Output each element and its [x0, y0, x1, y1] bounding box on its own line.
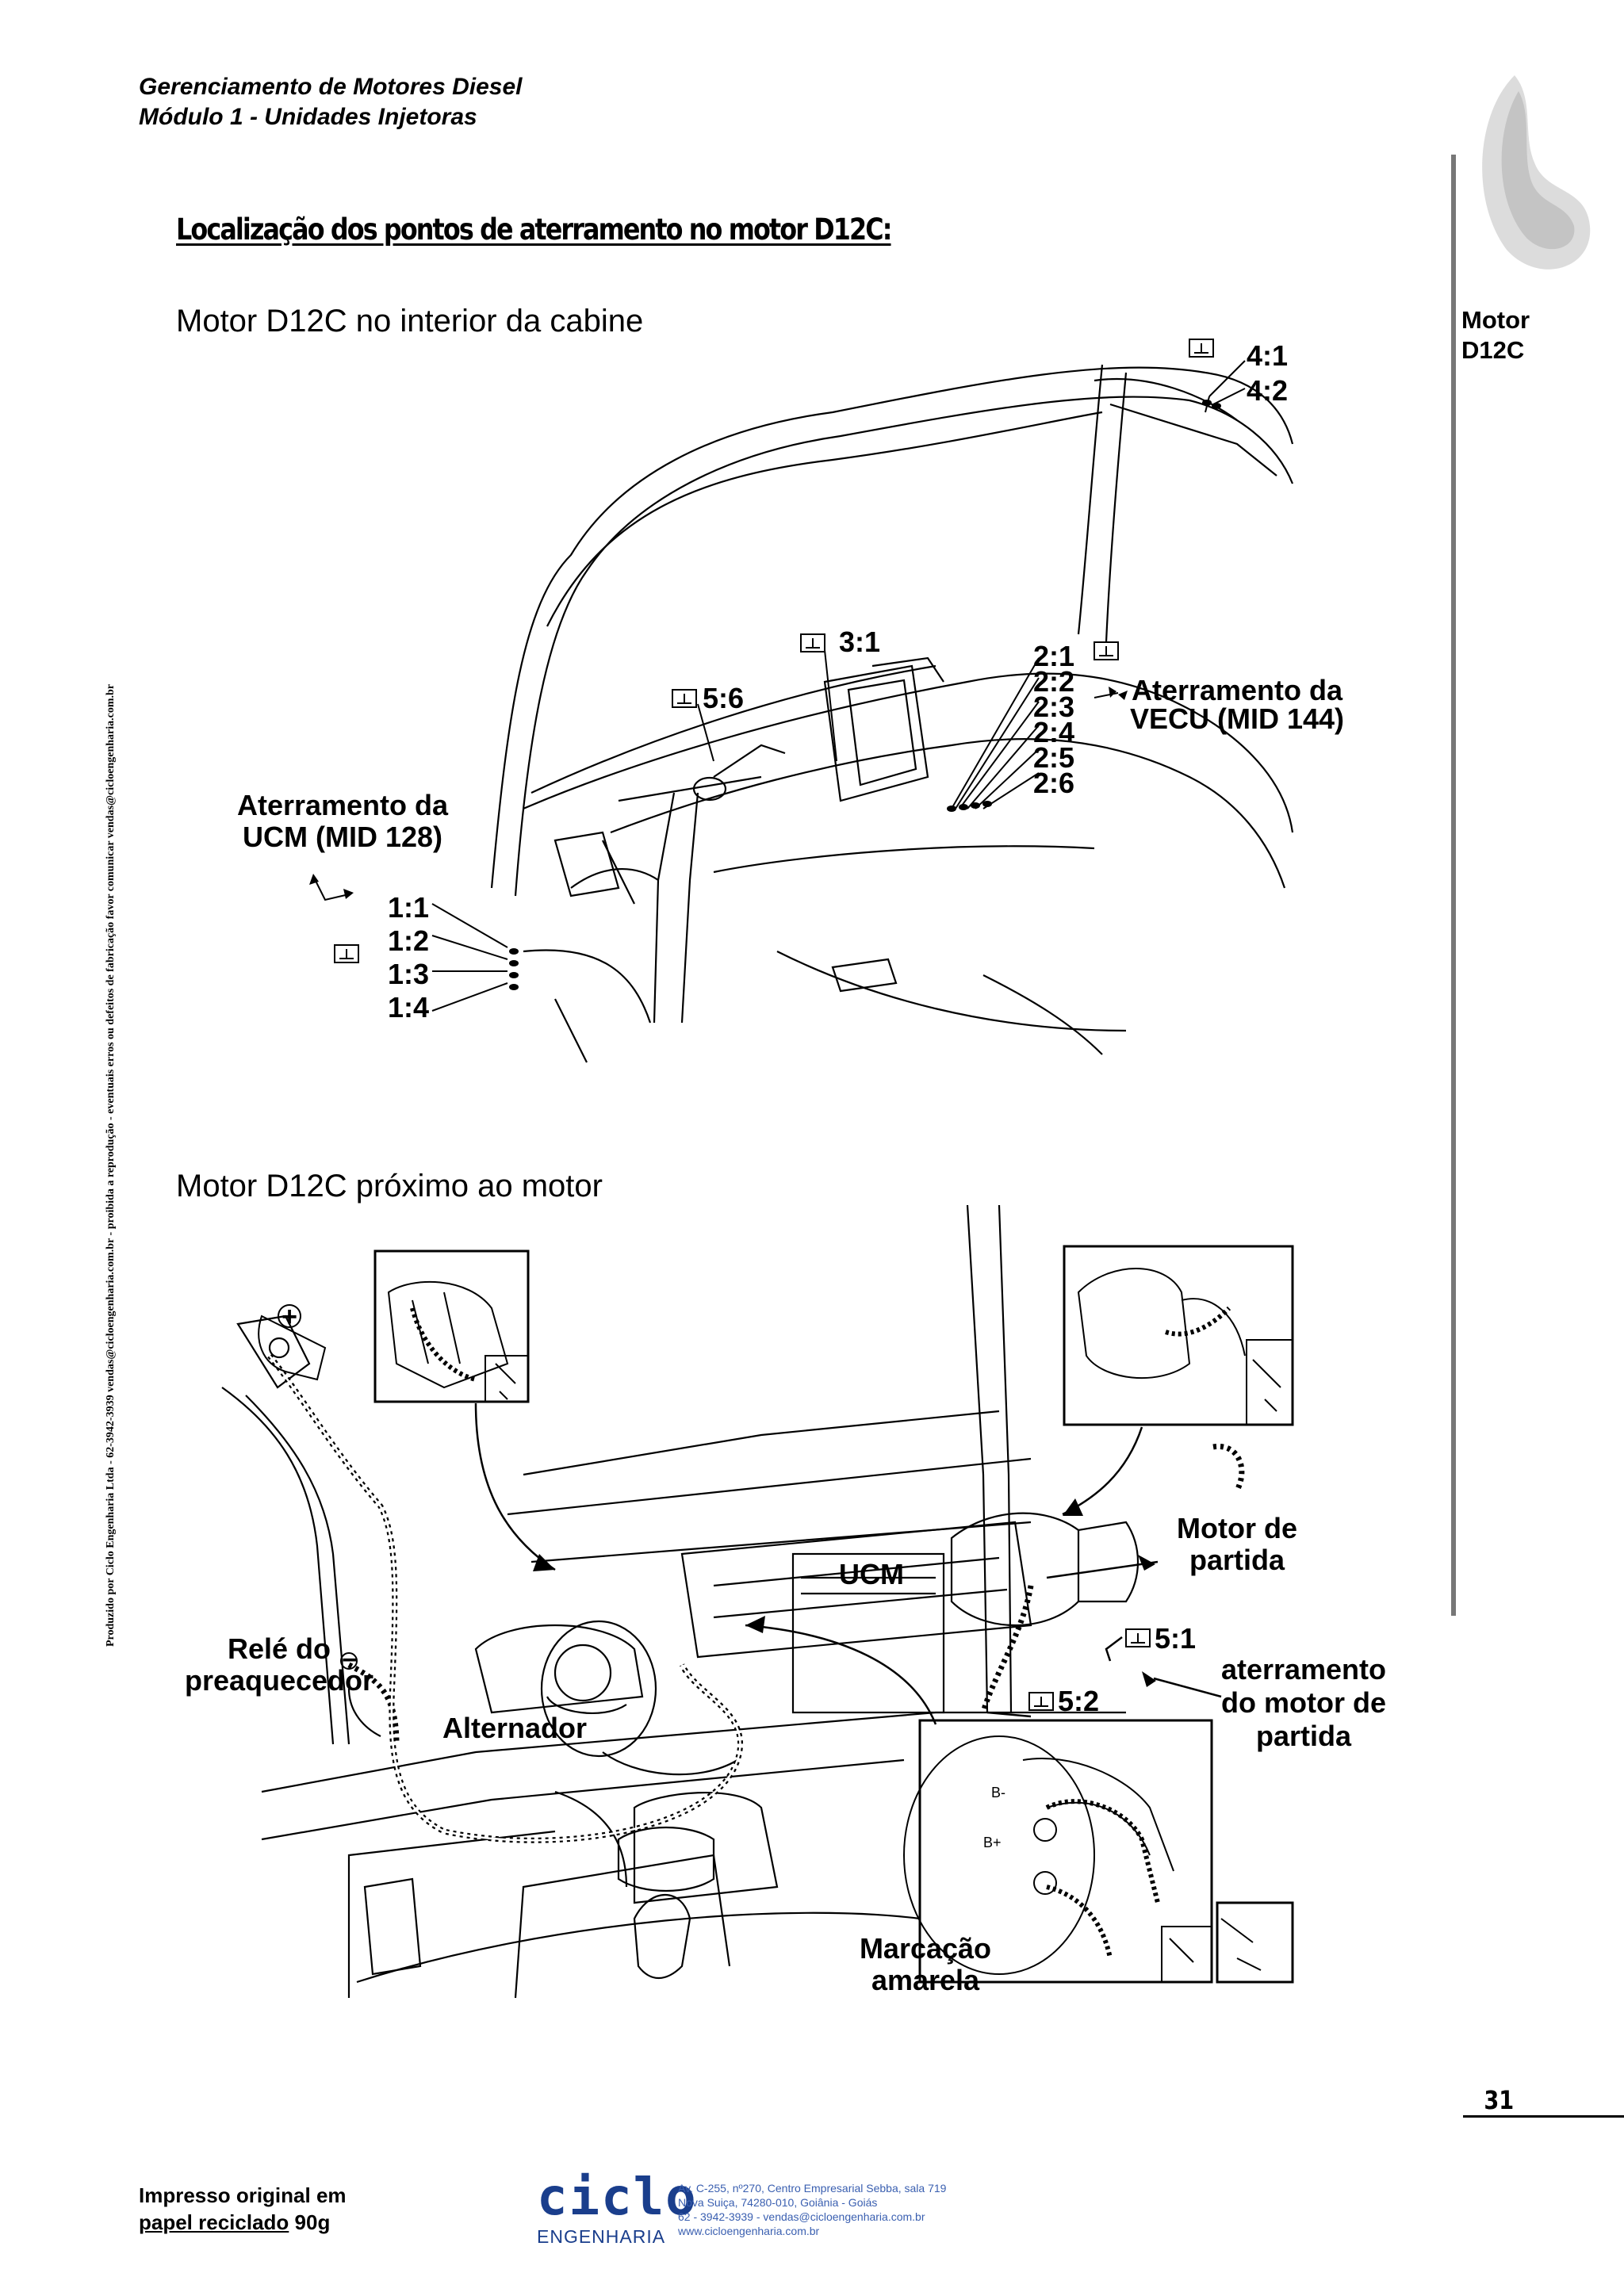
terminal-b-plus-label: B+: [983, 1835, 1002, 1850]
figure2-engine-diagram: + −: [185, 1205, 1386, 1999]
alternator-label: Alternador: [442, 1712, 587, 1744]
ground-label-2-6: 2:6: [1033, 767, 1074, 799]
footer-address-line3: 62 - 3942-3939 - vendas@cicloengenharia.…: [678, 2210, 925, 2223]
printed-note-weight: 90g: [289, 2210, 331, 2234]
ciclo-logo-word: ciclo: [537, 2168, 698, 2227]
ucm-ground-label-line1: Aterramento da: [237, 789, 449, 821]
sidebar-label-model: D12C: [1461, 336, 1525, 364]
ground-label-2-4: 2:4: [1033, 716, 1074, 748]
printed-note: Impresso original em papel reciclado 90g: [139, 2182, 347, 2236]
starter-ground-label-line3: partida: [1256, 1720, 1352, 1752]
ground-label-2-2: 2:2: [1033, 665, 1074, 698]
ucm-ground-label-line2: UCM (MID 128): [243, 821, 442, 853]
ground-label-2-1: 2:1: [1033, 640, 1074, 672]
vecu-ground-label-line2: VECU (MID 144): [1130, 702, 1344, 735]
starter-ground-label-line2: do motor de: [1221, 1686, 1386, 1719]
preheater-relay-label-line2: preaquecedor: [185, 1664, 373, 1697]
ground-label-1-4: 1:4: [388, 991, 429, 1024]
ground-label-4-2: 4:2: [1247, 374, 1288, 407]
swoosh-logo-icon: [1482, 75, 1591, 270]
ground-label-3-1: 3:1: [839, 626, 880, 658]
footer-address-line1: Av. C-255, nº270, Centro Empresarial Seb…: [678, 2182, 947, 2195]
figure1-subtitle: Motor D12C no interior da cabine: [176, 304, 644, 339]
starter-motor-label-line1: Motor de: [1177, 1512, 1297, 1544]
sidebar-label-motor: Motor: [1461, 306, 1530, 334]
header-line-1: Gerenciamento de Motores Diesel: [139, 74, 523, 100]
starter-ground-label-line1: aterramento: [1221, 1653, 1386, 1686]
footer-address-line4: www.cicloengenharia.com.br: [678, 2225, 820, 2237]
ground-label-1-2: 1:2: [388, 924, 429, 957]
figure1-cabin-diagram: 4:1 4:2 3:1 5:6 2:1 2:2 2:3 2:4 2:5 2:6 …: [237, 339, 1344, 1063]
ground-label-5-1: 5:1: [1155, 1622, 1196, 1655]
yellow-mark-label-line2: amarela: [871, 1964, 980, 1996]
ground-label-1-1: 1:1: [388, 891, 429, 924]
ground-label-1-3: 1:3: [388, 958, 429, 990]
ground-label-2-5: 2:5: [1033, 741, 1074, 774]
header-line-2: Módulo 1 - Unidades Injetoras: [139, 104, 477, 130]
sidebar-bar: [1451, 155, 1456, 1616]
ground-label-5-2: 5:2: [1058, 1685, 1099, 1717]
page-number-rule: [1463, 2115, 1624, 2118]
ground-label-4-1: 4:1: [1247, 339, 1288, 372]
ground-label-5-6: 5:6: [703, 682, 744, 714]
starter-motor-label-line2: partida: [1189, 1544, 1285, 1576]
printed-note-recycled: papel reciclado: [139, 2210, 289, 2234]
battery-minus-symbol: −: [342, 1645, 358, 1675]
page-title: Localização dos pontos de aterramento no…: [176, 212, 892, 247]
vecu-ground-label-line1: Aterramento da: [1132, 674, 1343, 706]
ucm-label: UCM: [839, 1558, 904, 1590]
printed-note-line1: Impresso original em: [139, 2183, 347, 2207]
terminal-b-minus-label: B-: [991, 1785, 1005, 1800]
ground-label-2-3: 2:3: [1033, 691, 1074, 723]
footer-address-line2: Nova Suiça, 74280-010, Goiânia - Goiás: [678, 2196, 878, 2209]
figure2-subtitle: Motor D12C próximo ao motor: [176, 1169, 603, 1203]
preheater-relay-label-line1: Relé do: [228, 1632, 331, 1665]
page-number: 31: [1484, 2085, 1515, 2115]
ciclo-logo-sub: ENGENHARIA: [537, 2226, 666, 2247]
yellow-mark-label-line1: Marcação: [860, 1932, 991, 1965]
battery-plus-symbol: +: [282, 1302, 297, 1332]
